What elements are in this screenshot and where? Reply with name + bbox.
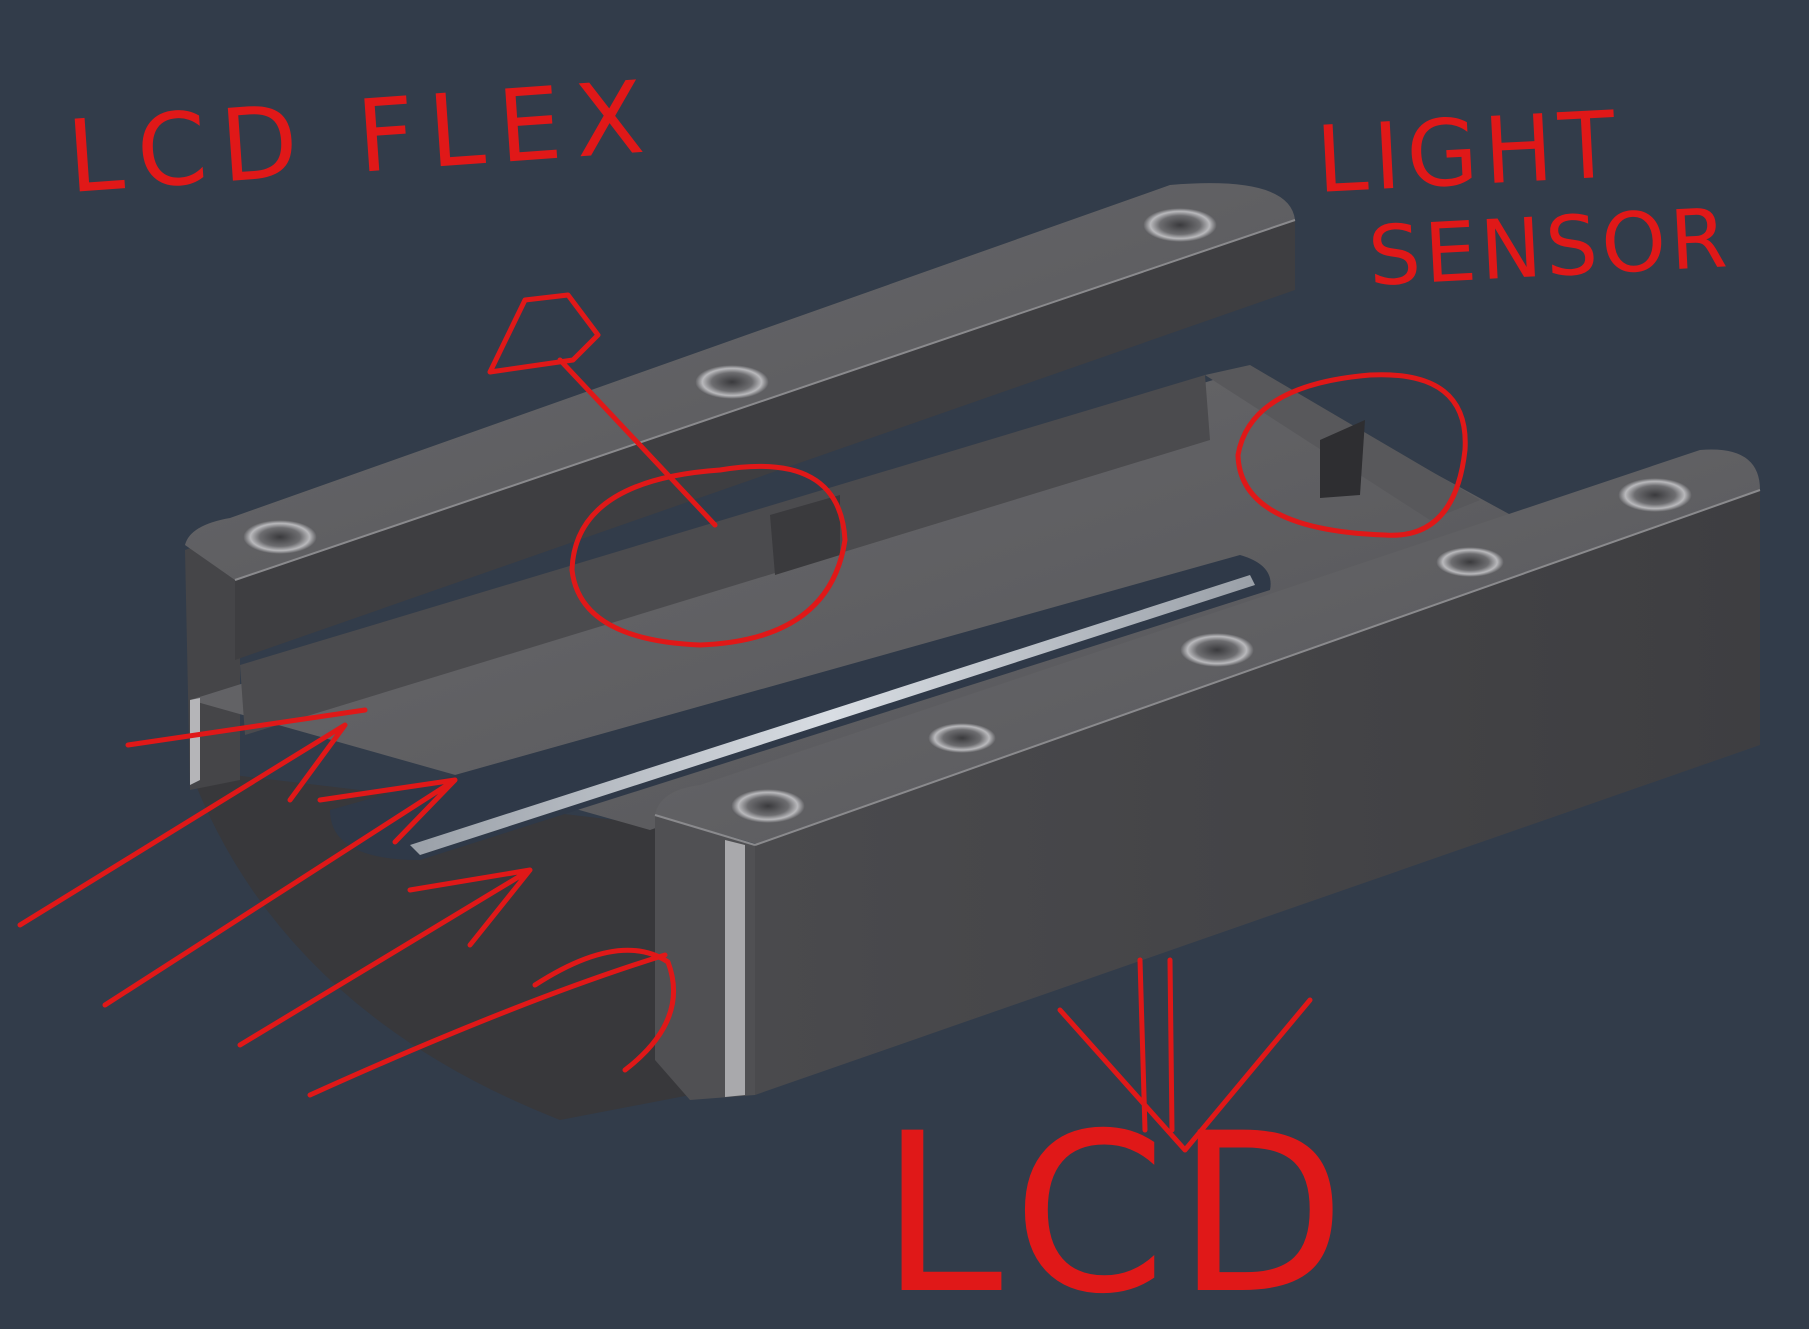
flex-connector-block <box>770 495 840 575</box>
part-underside <box>190 770 700 1120</box>
lcd-slot <box>330 555 1271 860</box>
label-lcd: LCD <box>880 1086 1356 1329</box>
mounting-hole <box>1436 547 1504 577</box>
mounting-hole <box>731 789 805 823</box>
mounting-hole <box>1180 633 1254 667</box>
circle-sensor <box>1235 372 1468 538</box>
arrow-left-4 <box>307 947 677 1098</box>
front-rail-front <box>755 490 1760 1095</box>
arrow-left-2 <box>102 777 458 1008</box>
mounting-hole <box>928 723 996 753</box>
mounting-hole <box>1143 208 1217 242</box>
cad-part <box>185 183 1761 1120</box>
back-rail-end-highlight <box>190 698 200 785</box>
sensor-notch <box>1320 420 1365 498</box>
inner-step <box>240 375 1210 735</box>
mounting-hole <box>695 365 769 399</box>
back-rail-front <box>235 220 1295 660</box>
arrow-left-1 <box>17 707 368 928</box>
inner-floor <box>190 370 1520 830</box>
arrow-left-3 <box>237 867 533 1048</box>
circle-flex <box>569 463 848 648</box>
arrow-flex <box>487 292 718 528</box>
label-light-sensor-line1: LIGHT <box>1314 91 1624 214</box>
label-light-sensor-line2: SENSOR <box>1366 191 1733 305</box>
edge-lines <box>234 219 1761 846</box>
mounting-hole <box>1618 478 1692 512</box>
front-rail-end-highlight <box>725 840 745 1097</box>
mounting-hole <box>243 520 317 554</box>
lcd-slot-highlight <box>410 575 1255 855</box>
annotation-strokes <box>17 292 1468 1153</box>
label-lcd-flex: LCD FLEX <box>64 58 662 216</box>
arrow-lcd-up <box>1057 957 1313 1153</box>
annotation-labels: LCD FLEX LIGHT SENSOR LCD <box>64 58 1734 1329</box>
